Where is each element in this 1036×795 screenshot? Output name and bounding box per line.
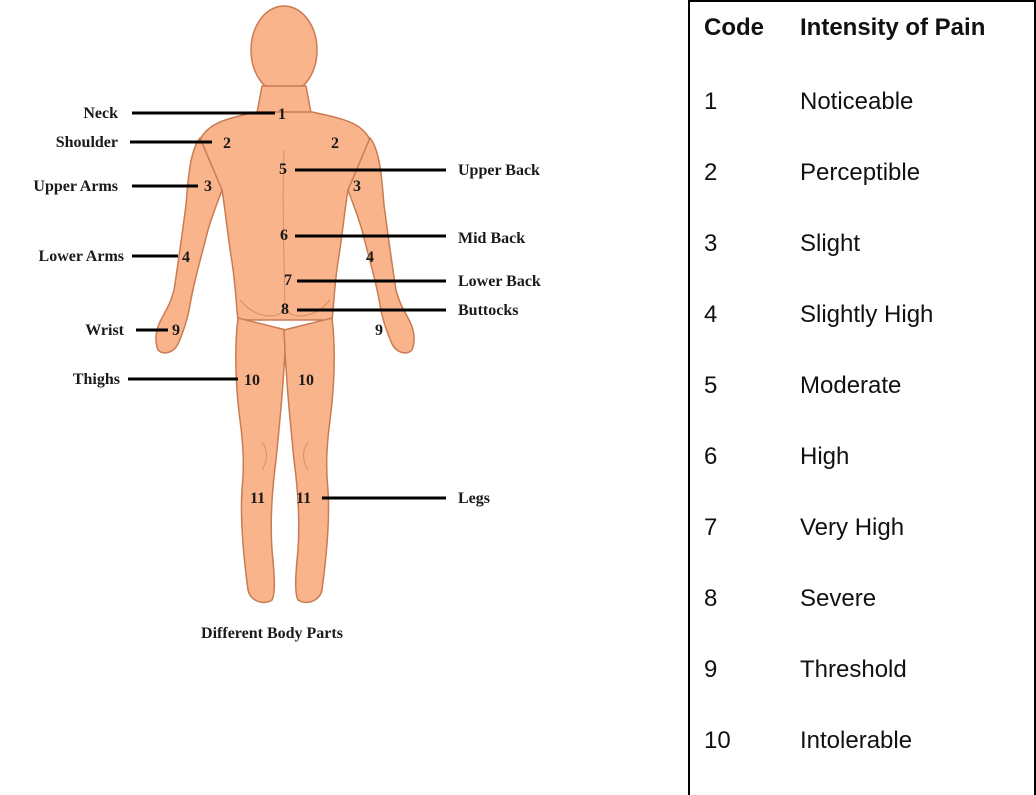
num-4-right: 4 (366, 249, 374, 266)
table-row: 7 Very High (690, 514, 1034, 554)
row-code: 3 (704, 230, 717, 258)
row-intensity: Severe (800, 585, 876, 613)
label-mid-back: Mid Back (458, 230, 525, 247)
num-3-right: 3 (353, 178, 361, 195)
row-intensity: Noticeable (800, 88, 913, 116)
label-thighs: Thighs (73, 371, 120, 388)
row-code: 10 (704, 727, 731, 755)
row-code: 7 (704, 514, 717, 542)
num-11-left: 11 (250, 490, 265, 507)
head (251, 6, 317, 94)
num-2-left: 2 (223, 135, 231, 152)
left-leg (236, 318, 286, 602)
num-2-right: 2 (331, 135, 339, 152)
num-3-left: 3 (204, 178, 212, 195)
num-10-left: 10 (244, 372, 260, 389)
body-diagram: Neck Shoulder Upper Arms Lower Arms Wris… (0, 0, 640, 795)
num-4-left: 4 (182, 249, 190, 266)
row-intensity: High (800, 443, 849, 471)
num-10-right: 10 (298, 372, 314, 389)
row-code: 6 (704, 443, 717, 471)
table-header: Code Intensity of Pain (690, 14, 1034, 54)
num-6: 6 (280, 227, 288, 244)
label-buttocks: Buttocks (458, 302, 518, 319)
left-arm (156, 138, 222, 353)
table-row: 5 Moderate (690, 372, 1034, 412)
pain-intensity-table: Code Intensity of Pain 1 Noticeable 2 Pe… (688, 0, 1036, 795)
label-upper-arms: Upper Arms (33, 178, 118, 195)
row-intensity: Intolerable (800, 727, 912, 755)
num-1: 1 (278, 106, 286, 123)
num-11-right: 11 (296, 490, 311, 507)
row-intensity: Slightly High (800, 301, 933, 329)
num-7: 7 (284, 272, 292, 289)
label-lower-arms: Lower Arms (39, 248, 124, 265)
row-intensity: Very High (800, 514, 904, 542)
row-code: 8 (704, 585, 717, 613)
body-diagram-svg: Neck Shoulder Upper Arms Lower Arms Wris… (0, 0, 640, 795)
row-code: 9 (704, 656, 717, 684)
num-8: 8 (281, 301, 289, 318)
table-row: 8 Severe (690, 585, 1034, 625)
row-intensity: Slight (800, 230, 860, 258)
row-intensity: Perceptible (800, 159, 920, 187)
table-row: 2 Perceptible (690, 159, 1034, 199)
label-upper-back: Upper Back (458, 162, 540, 179)
row-intensity: Threshold (800, 656, 907, 684)
row-code: 4 (704, 301, 717, 329)
header-code: Code (704, 14, 764, 42)
num-5: 5 (279, 161, 287, 178)
num-9-left: 9 (172, 322, 180, 339)
row-code: 2 (704, 159, 717, 187)
header-intensity: Intensity of Pain (800, 14, 985, 42)
table-row: 1 Noticeable (690, 88, 1034, 128)
table-row: 3 Slight (690, 230, 1034, 270)
label-legs: Legs (458, 490, 490, 507)
row-code: 5 (704, 372, 717, 400)
label-shoulder: Shoulder (56, 134, 118, 151)
right-leg (284, 318, 334, 602)
figure-caption: Different Body Parts (201, 625, 343, 642)
label-lower-back: Lower Back (458, 273, 541, 290)
table-row: 10 Intolerable (690, 727, 1034, 767)
table-row: 6 High (690, 443, 1034, 483)
label-wrist: Wrist (85, 322, 124, 339)
num-9-right: 9 (375, 322, 383, 339)
row-code: 1 (704, 88, 717, 116)
label-neck: Neck (83, 105, 118, 122)
row-intensity: Moderate (800, 372, 901, 400)
table-row: 4 Slightly High (690, 301, 1034, 341)
table-row: 9 Threshold (690, 656, 1034, 696)
